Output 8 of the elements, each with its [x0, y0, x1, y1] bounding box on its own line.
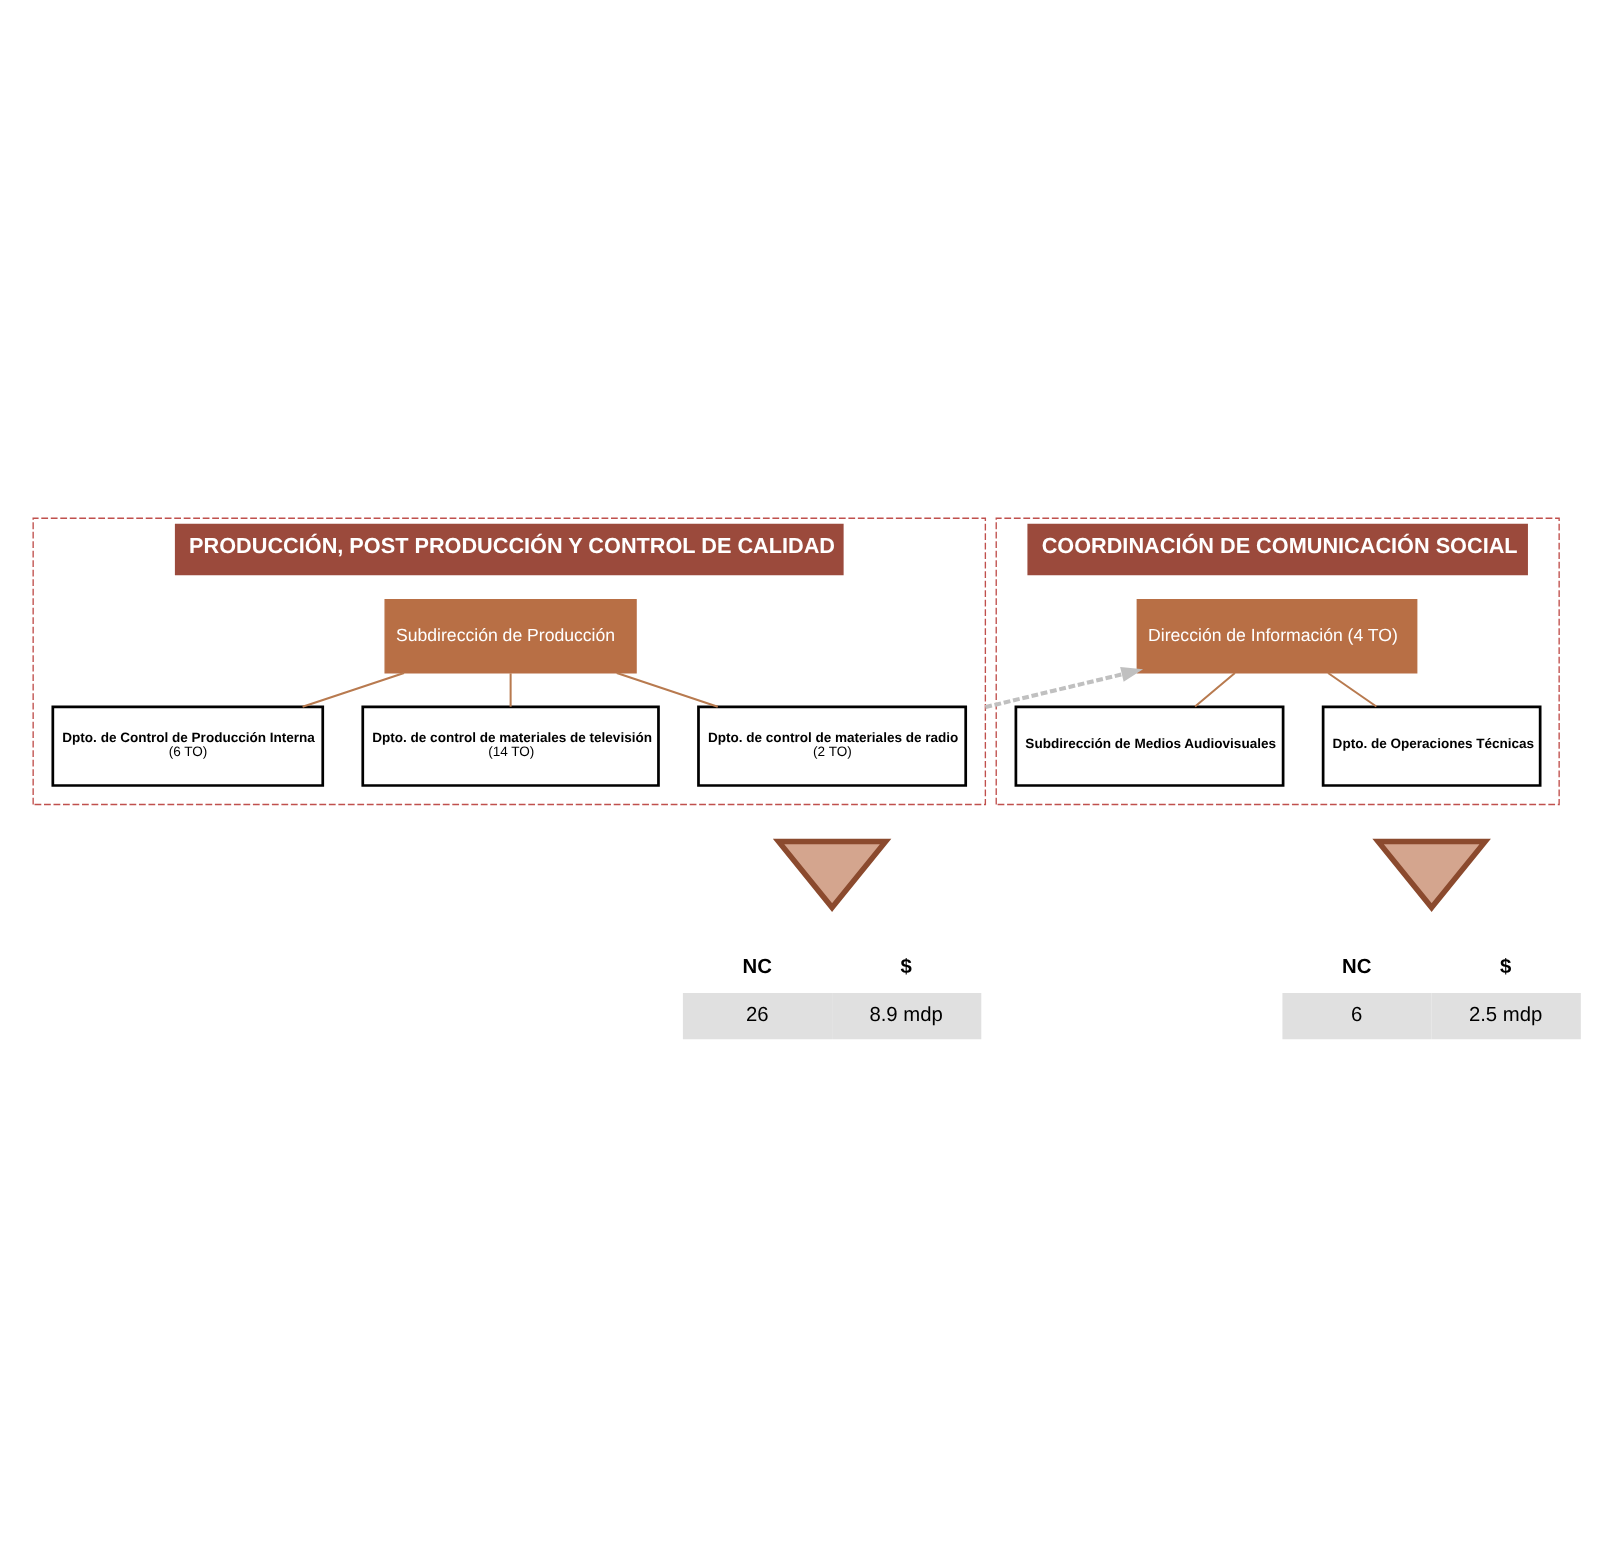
label: 6: [1350, 1003, 1363, 1026]
label: $: [1500, 956, 1512, 979]
label: $: [900, 956, 912, 979]
label: 2.5 mdp: [1468, 1003, 1543, 1026]
label: 8.9 mdp: [869, 1003, 943, 1026]
label: NC: [1342, 956, 1372, 979]
label: 26: [745, 1003, 769, 1026]
label: NC: [742, 956, 772, 979]
